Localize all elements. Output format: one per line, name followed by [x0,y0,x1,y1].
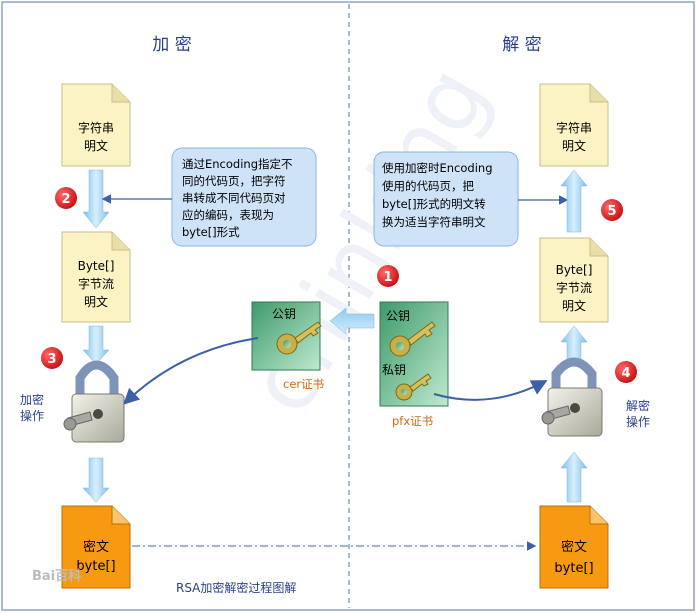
pfx-caption: pfx证书 [392,414,433,428]
left-cipher-doc: 密文 byte[] [61,505,131,589]
right-arrow-up-1 [560,169,588,233]
right-callout-line2: 使用的代码页，把 [382,179,474,193]
right-cipher-doc: 密文 byte[] [539,505,609,589]
decrypt-title: 解 密 [502,35,541,55]
svg-text:3: 3 [47,352,56,367]
left-callout-line2: 同的代码页，把字符 [182,174,286,188]
left-bytes-line3: 明文 [84,294,108,309]
svg-text:4: 4 [621,366,630,381]
cer-key-icon [276,321,322,355]
step-3-badge: 3 [41,347,63,369]
cer-caption: cer证书 [283,377,324,391]
left-bytes-doc: Byte[] 字节流 明文 [61,231,131,323]
left-op-line2: 操作 [20,408,44,423]
pfx-to-lock-curve [433,380,548,401]
right-callout-line3: byte[]形式的明文转 [382,197,486,211]
cer-key-label: 公钥 [272,307,296,321]
svg-text:2: 2 [61,192,70,207]
left-bytes-line1: Byte[] [78,259,115,273]
left-cipher-line2: byte[] [76,559,115,574]
left-callout-line3: 串转成不同代码页对 [182,191,286,205]
right-bytes-line3: 明文 [562,298,586,313]
right-cipher-line2: byte[] [554,561,593,576]
left-plaintext-line2: 明文 [84,138,108,153]
right-cipher-line1: 密文 [561,539,587,555]
pfx-certificate: 公钥 私钥 [379,301,449,407]
pfx-public-label: 公钥 [386,309,410,323]
left-callout-line4: 应的编码，表现为 [182,208,274,222]
left-arrow-down-1 [82,169,110,229]
left-lock-icon [63,360,125,443]
right-plaintext-line1: 字符串 [556,120,592,135]
right-callout-line4: 换为适当字符串明文 [382,215,486,229]
pfx-private-key-icon [395,373,432,401]
footer-caption: RSA加密解密过程图解 [176,580,296,595]
step-1-badge: 1 [377,265,399,287]
left-op-line1: 加密 [20,392,44,407]
step-2-badge: 2 [55,187,77,209]
pfx-public-key-icon [389,321,436,357]
right-bytes-line1: Byte[] [556,263,593,277]
right-plaintext-line2: 明文 [562,138,586,153]
right-callout-line1: 使用加密时Encoding [382,161,493,175]
right-op-line1: 解密 [626,398,650,413]
pfx-to-cer-arrow [329,307,375,335]
step-4-badge: 4 [615,361,637,383]
left-arrow-down-3 [82,457,110,503]
left-bytes-line2: 字节流 [78,276,114,291]
left-callout-line1: 通过Encoding指定不 [182,157,293,171]
right-bytes-line2: 字节流 [556,280,592,295]
encrypt-title: 加 密 [152,35,191,55]
left-arrow-down-2 [82,325,110,365]
left-callout: 通过Encoding指定不 同的代码页，把字符 串转成不同代码页对 应的编码，表… [171,147,317,247]
baidu-logo-watermark: Bai百科 [32,568,81,584]
right-lock-icon [541,357,603,437]
left-cipher-line1: 密文 [83,539,109,555]
right-plaintext-doc: 字符串 明文 [539,83,609,167]
right-bytes-doc: Byte[] 字节流 明文 [539,237,609,323]
left-plaintext-line1: 字符串 [78,120,114,135]
cer-certificate: 公钥 [251,301,322,371]
svg-text:5: 5 [607,204,616,219]
cer-to-lock-curve [123,337,259,405]
step-5-badge: 5 [601,199,623,221]
right-arrow-up-2 [560,325,588,361]
right-arrow-up-3 [560,451,588,503]
svg-text:1: 1 [383,270,392,285]
left-plaintext-doc: 字符串 明文 [61,83,131,167]
right-op-line2: 操作 [626,414,650,429]
left-callout-line5: byte[]形式 [182,225,240,239]
pfx-private-label: 私钥 [382,363,406,377]
right-callout: 使用加密时Encoding 使用的代码页，把 byte[]形式的明文转 换为适当… [373,151,519,247]
